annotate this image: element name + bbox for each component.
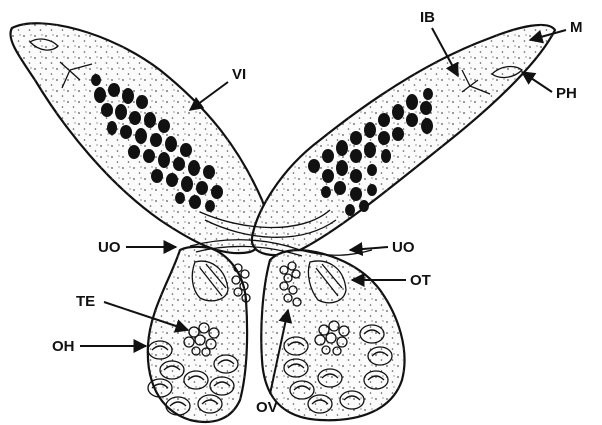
svg-text:TE: TE [76,293,95,310]
label-ph: PH [522,72,577,102]
svg-text:OV: OV [256,399,278,416]
left-hindbody [148,247,250,422]
svg-text:IB: IB [420,9,435,26]
svg-text:UO: UO [392,239,415,256]
svg-text:UO: UO [98,239,121,256]
svg-text:VI: VI [232,66,246,83]
label-vi: VI [190,66,246,110]
label-oh: OH [52,338,146,355]
svg-text:OH: OH [52,338,75,355]
svg-text:OT: OT [410,272,431,289]
svg-text:M: M [570,19,583,36]
label-uo-left: UO [98,239,176,256]
svg-text:PH: PH [556,85,577,102]
left-worm [10,23,267,253]
right-worm [252,25,555,255]
